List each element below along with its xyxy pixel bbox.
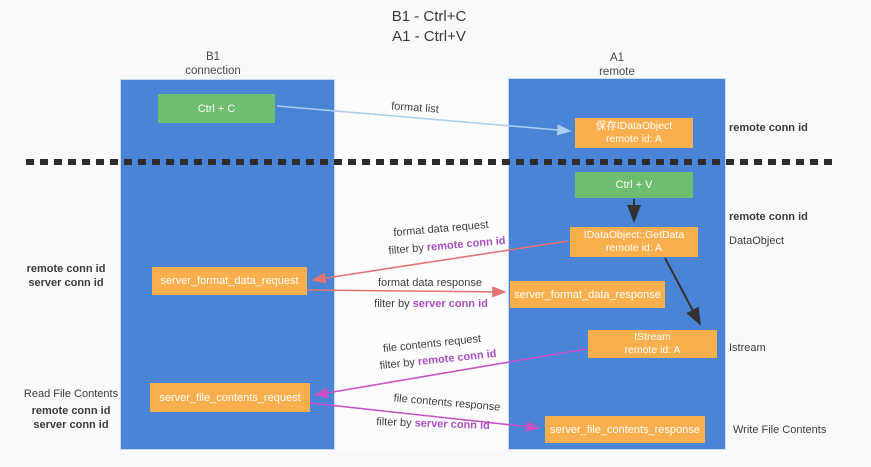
edge-label-format-data-response: format data response [378,277,482,289]
node-ctrl-v: Ctrl + V [575,172,693,198]
node-ctrl-c: Ctrl + C [158,94,275,123]
annotation-left-conn-ids: remote conn id server conn id [20,262,112,290]
node-saved-idataobject: 保存IDataObject remote id: A [575,118,693,148]
right-column-role: remote [599,66,635,78]
left-column-name: B1 [205,51,221,63]
node-ctrl-c-label: Ctrl + C [197,102,236,115]
filter-by-text: filter by [375,416,415,430]
left-column-header: B1 connection [153,50,273,78]
node-server-format-data-request: server_format_data_request [152,267,307,295]
node-idataobject-getdata: IDataObject::GetData remote id: A [570,227,698,257]
node-istream-line1: IStream [634,331,671,343]
node-server-format-data-response: server_format_data_response [510,281,665,308]
annotation-remote-conn-id-top: remote conn id [729,122,808,134]
node-server-file-contents-request-label: server_file_contents_request [159,391,301,404]
node-server-format-data-request-label: server_format_data_request [160,275,299,287]
annotation-read-file-block: Read File Contents remote conn id server… [22,387,120,432]
annotation-remote-conn-id-mid: remote conn id [729,211,808,223]
filter-by-text: filter by [374,298,413,310]
node-server-file-contents-response-label: server_file_contents_response [550,423,700,436]
annotation-remote-conn-id-left: remote conn id [26,263,106,275]
server-conn-id-highlight: server conn id [412,298,488,310]
node-idataobject-getdata-line2: remote id: A [605,242,663,254]
node-idataobject-getdata-line1: IDataObject::GetData [583,229,685,241]
server-conn-id-highlight: server conn id [414,417,491,432]
node-server-file-contents-response: server_file_contents_response [545,416,705,443]
annotation-server-conn-id-bottom-left: server conn id [33,419,109,431]
node-saved-idataobject-line1: 保存IDataObject [595,120,673,132]
title-line-1: B1 - Ctrl+C [391,8,467,25]
diagram-title: B1 - Ctrl+C A1 - Ctrl+V [0,7,858,47]
node-server-file-contents-request: server_file_contents_request [150,383,310,412]
annotation-server-conn-id-left: server conn id [28,277,104,289]
node-istream-line2: remote id: A [624,344,681,356]
annotation-istream: Istream [729,342,766,354]
dashed-separator [26,159,832,165]
annotation-remote-conn-id-bottom-left: remote conn id [31,405,111,417]
node-ctrl-v-label: Ctrl + V [615,179,653,191]
right-column-header: A1 remote [557,51,677,79]
left-column-role: connection [185,65,241,77]
annotation-read-file-contents: Read File Contents [23,388,119,400]
right-column-name: A1 [609,52,625,64]
edge-label-filter-server-1: filter by server conn id [355,298,507,310]
annotation-dataobject: DataObject [729,235,785,247]
node-istream: IStream remote id: A [588,330,717,358]
node-server-format-data-response-label: server_format_data_response [514,288,661,301]
title-line-2: A1 - Ctrl+V [392,28,466,45]
annotation-write-file-contents: Write File Contents [733,424,827,436]
node-saved-idataobject-line2: remote id: A [605,133,663,145]
